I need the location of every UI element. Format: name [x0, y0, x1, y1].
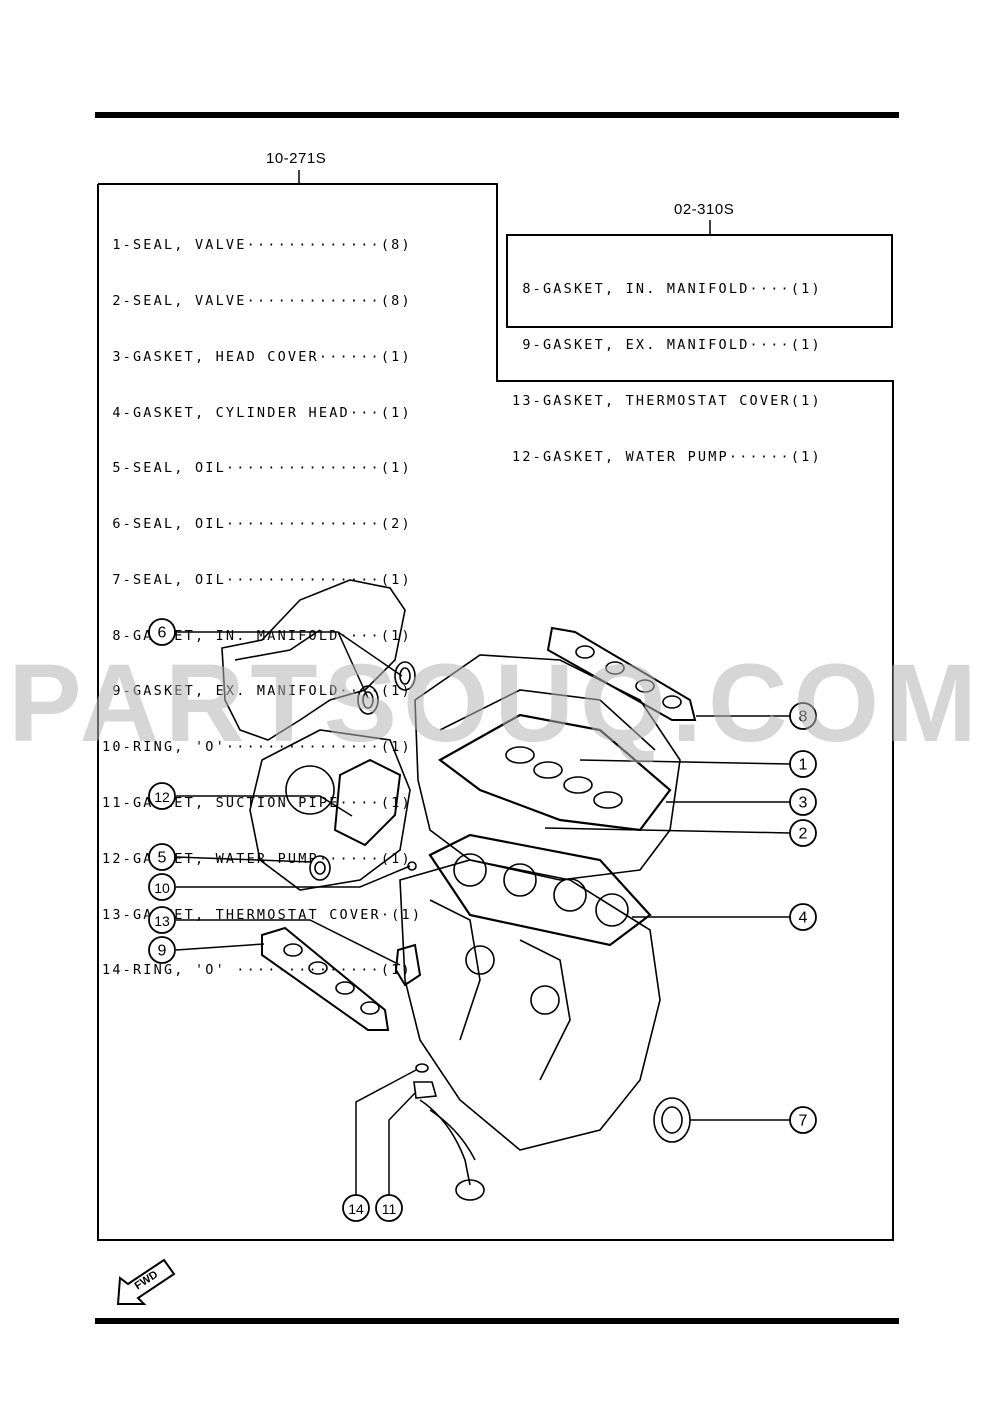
- callout-2: [789, 819, 817, 847]
- exhaust-manifold-gasket: [261, 926, 390, 1031]
- thermostat-cover-gasket: [394, 943, 422, 987]
- timing-cover: [221, 579, 406, 741]
- sub-kit-code: 02-310S: [674, 201, 735, 218]
- callout-label: 10: [154, 880, 170, 896]
- callout-12: [148, 782, 176, 810]
- callout-6: [148, 618, 176, 646]
- callout-label: 2: [799, 826, 808, 843]
- head-cover-gasket: [437, 713, 672, 832]
- callout-9: [148, 936, 176, 964]
- callout-label: 13: [154, 913, 170, 929]
- callout-label: 3: [799, 795, 808, 812]
- list-item: 10-RING, 'O'···············(1): [102, 739, 412, 756]
- top-rule: [95, 112, 899, 118]
- callout-3: [789, 788, 817, 816]
- callout-8: [789, 702, 817, 730]
- list-item: 6-SEAL, OIL···············(2): [102, 516, 412, 533]
- water-pump-gasket: [333, 758, 402, 847]
- callout-label: 7: [799, 1113, 808, 1130]
- bottom-rule: [95, 1318, 899, 1324]
- callout-7: [789, 1106, 817, 1134]
- callout-13: [148, 906, 176, 934]
- list-item: 1-SEAL, VALVE·············(8): [102, 237, 412, 254]
- callout-label: 5: [158, 850, 167, 867]
- valve-seals: [505, 746, 623, 809]
- list-item: 13-GASKET, THERMOSTAT COVER·(1): [102, 906, 423, 923]
- callout-label: 4: [799, 910, 808, 927]
- intake-manifold-gasket: [546, 626, 697, 721]
- callout-1: [789, 750, 817, 778]
- oil-seals-6: [357, 661, 416, 715]
- list-item: 2-SEAL, VALVE·············(8): [102, 292, 412, 309]
- callout-10: [148, 873, 176, 901]
- cylinder-head-gasket: [428, 833, 652, 947]
- callout-label: 8: [799, 709, 808, 726]
- callout-14: [342, 1194, 370, 1222]
- list-item: 5-SEAL, OIL···············(1): [102, 460, 412, 477]
- list-item: 13-GASKET, THERMOSTAT COVER(1): [512, 392, 822, 409]
- callout-label: 6: [158, 625, 167, 642]
- callout-label: 12: [154, 789, 170, 805]
- water-pump-housing: [249, 729, 411, 891]
- list-item: 3-GASKET, HEAD COVER······(1): [102, 348, 412, 365]
- sub-parts-list: 8-GASKET, IN. MANIFOLD····(1) 9-GASKET, …: [512, 243, 822, 485]
- callout-label: 11: [382, 1201, 397, 1217]
- callout-label: 14: [348, 1201, 364, 1217]
- list-item: 7-SEAL, OIL···············(1): [102, 571, 412, 588]
- oil-seal-5: [309, 855, 331, 881]
- callout-11: [375, 1194, 403, 1222]
- engine-block: [399, 859, 661, 1151]
- list-item: 9-GASKET, EX. MANIFOLD····(1): [512, 336, 822, 353]
- callout-4: [789, 903, 817, 931]
- cylinder-head: [414, 654, 681, 881]
- callout-label: 1: [799, 757, 808, 774]
- callout-5: [148, 843, 176, 871]
- list-item: 4-GASKET, CYLINDER HEAD···(1): [102, 404, 412, 421]
- list-item: 12-GASKET, WATER PUMP······(1): [512, 448, 822, 465]
- o-ring-10: [407, 861, 417, 871]
- callout-label: 9: [158, 943, 167, 960]
- fwd-arrow-icon: FWD: [116, 1258, 176, 1305]
- main-kit-code: 10-271S: [266, 150, 327, 167]
- oil-suction-pipe: [419, 1099, 485, 1201]
- list-item: 8-GASKET, IN. MANIFOLD····(1): [512, 281, 822, 298]
- o-ring-14: [415, 1063, 429, 1073]
